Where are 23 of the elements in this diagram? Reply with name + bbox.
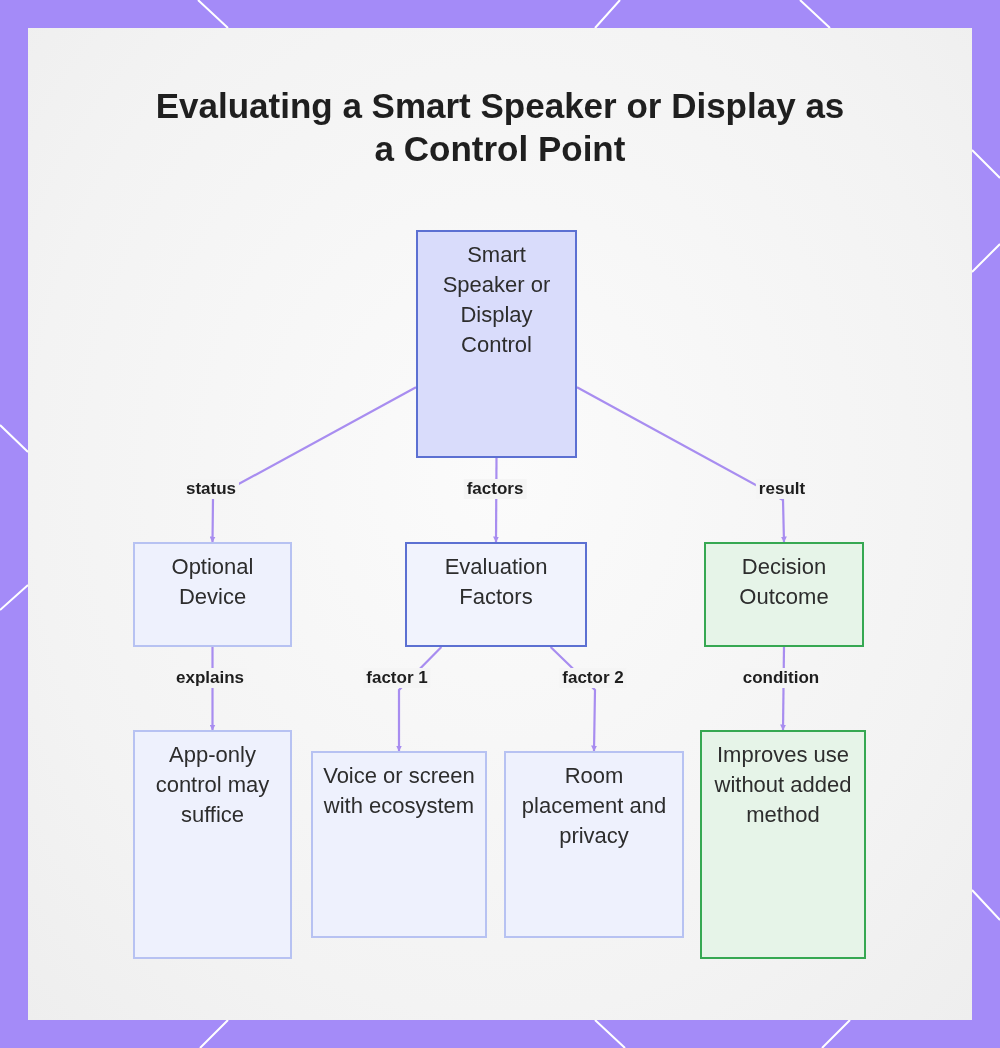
process-box [311, 751, 487, 938]
edge-label: factor 2 [559, 668, 627, 688]
process-box [405, 542, 587, 647]
process-box [700, 730, 866, 959]
box-text: Voice or screen with ecosystem [322, 762, 476, 820]
box-text: Optional Device [170, 553, 255, 611]
edge-label: factors [463, 479, 527, 499]
box-text: Room placement and privacy [520, 762, 668, 850]
box-text: Decision Outcome [738, 553, 830, 611]
edge-label: explains [173, 668, 247, 688]
connector-arrow [576, 386, 787, 543]
process-box [416, 230, 577, 458]
process-box [504, 751, 684, 938]
box-text: App-only control may suffice [154, 741, 271, 829]
edge-label: factor 1 [363, 668, 431, 688]
process-box [133, 730, 292, 959]
process-box [704, 542, 864, 647]
connector-arrow [209, 386, 417, 543]
process-box [133, 542, 292, 647]
box-text: Improves use without added method [713, 741, 853, 829]
box-text: Smart Speaker or Display Control [441, 241, 552, 359]
diagram-title: Evaluating a Smart Speaker or Display as a Control Point [154, 85, 846, 170]
box-text: Evaluation Factors [443, 553, 549, 611]
